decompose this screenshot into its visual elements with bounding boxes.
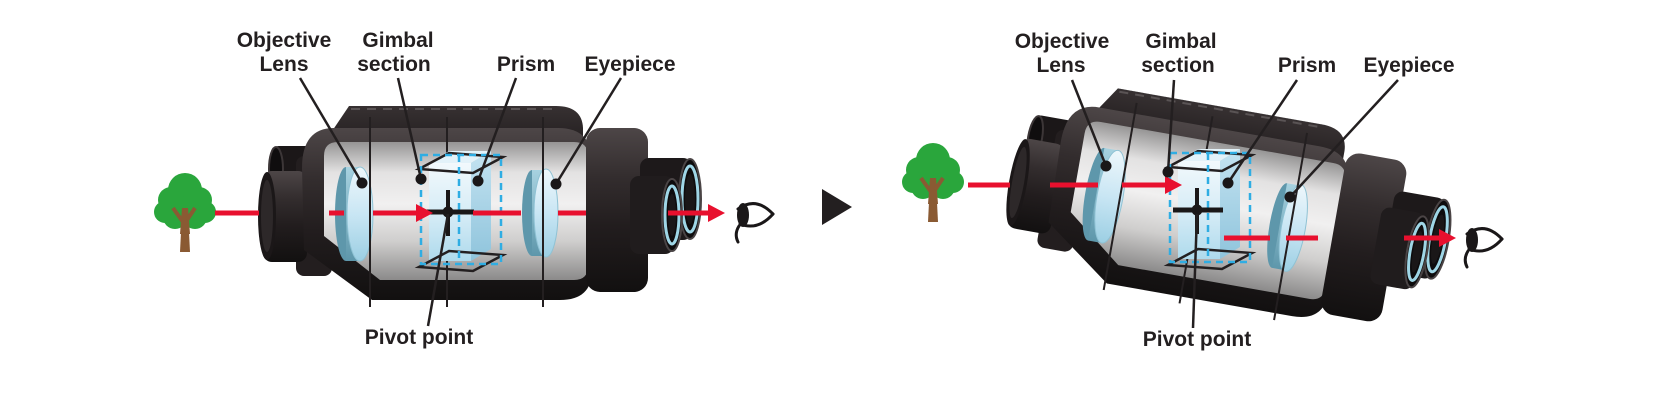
label-gimbal-section-line1: Gimbal [362,29,433,52]
right-triangle-icon [822,189,852,225]
light-path [968,182,1440,241]
panel-left-level: Objective Lens Gimbal section Prism Eyep… [152,29,775,349]
label-objective-lens-line2: Lens [1036,54,1085,77]
leader-lines [1070,79,1399,329]
leader-dots [1100,160,1296,203]
red-arrowhead [708,204,725,222]
tree-icon [152,171,218,254]
label-pivot-point: Pivot point [365,326,474,349]
label-eyepiece: Eyepiece [1363,54,1454,77]
label-gimbal-section-line2: section [357,53,431,76]
label-pivot-point: Pivot point [1143,328,1252,351]
eye-icon [1463,226,1504,269]
label-prism: Prism [497,53,555,76]
label-gimbal-section-line1: Gimbal [1145,30,1216,53]
label-gimbal-section-line2: section [1141,54,1215,77]
label-objective-lens-line1: Objective [1015,30,1110,53]
label-objective-lens-line2: Lens [259,53,308,76]
panel-right-tilted: Objective Lens Gimbal section Prism Eyep… [900,30,1504,351]
eye-icon [734,201,775,244]
label-prism: Prism [1278,54,1336,77]
leader-lines [298,77,623,327]
label-objective-lens-line1: Objective [237,29,332,52]
label-eyepiece: Eyepiece [584,53,675,76]
tree-icon [900,141,966,224]
leader-dots [356,173,562,190]
